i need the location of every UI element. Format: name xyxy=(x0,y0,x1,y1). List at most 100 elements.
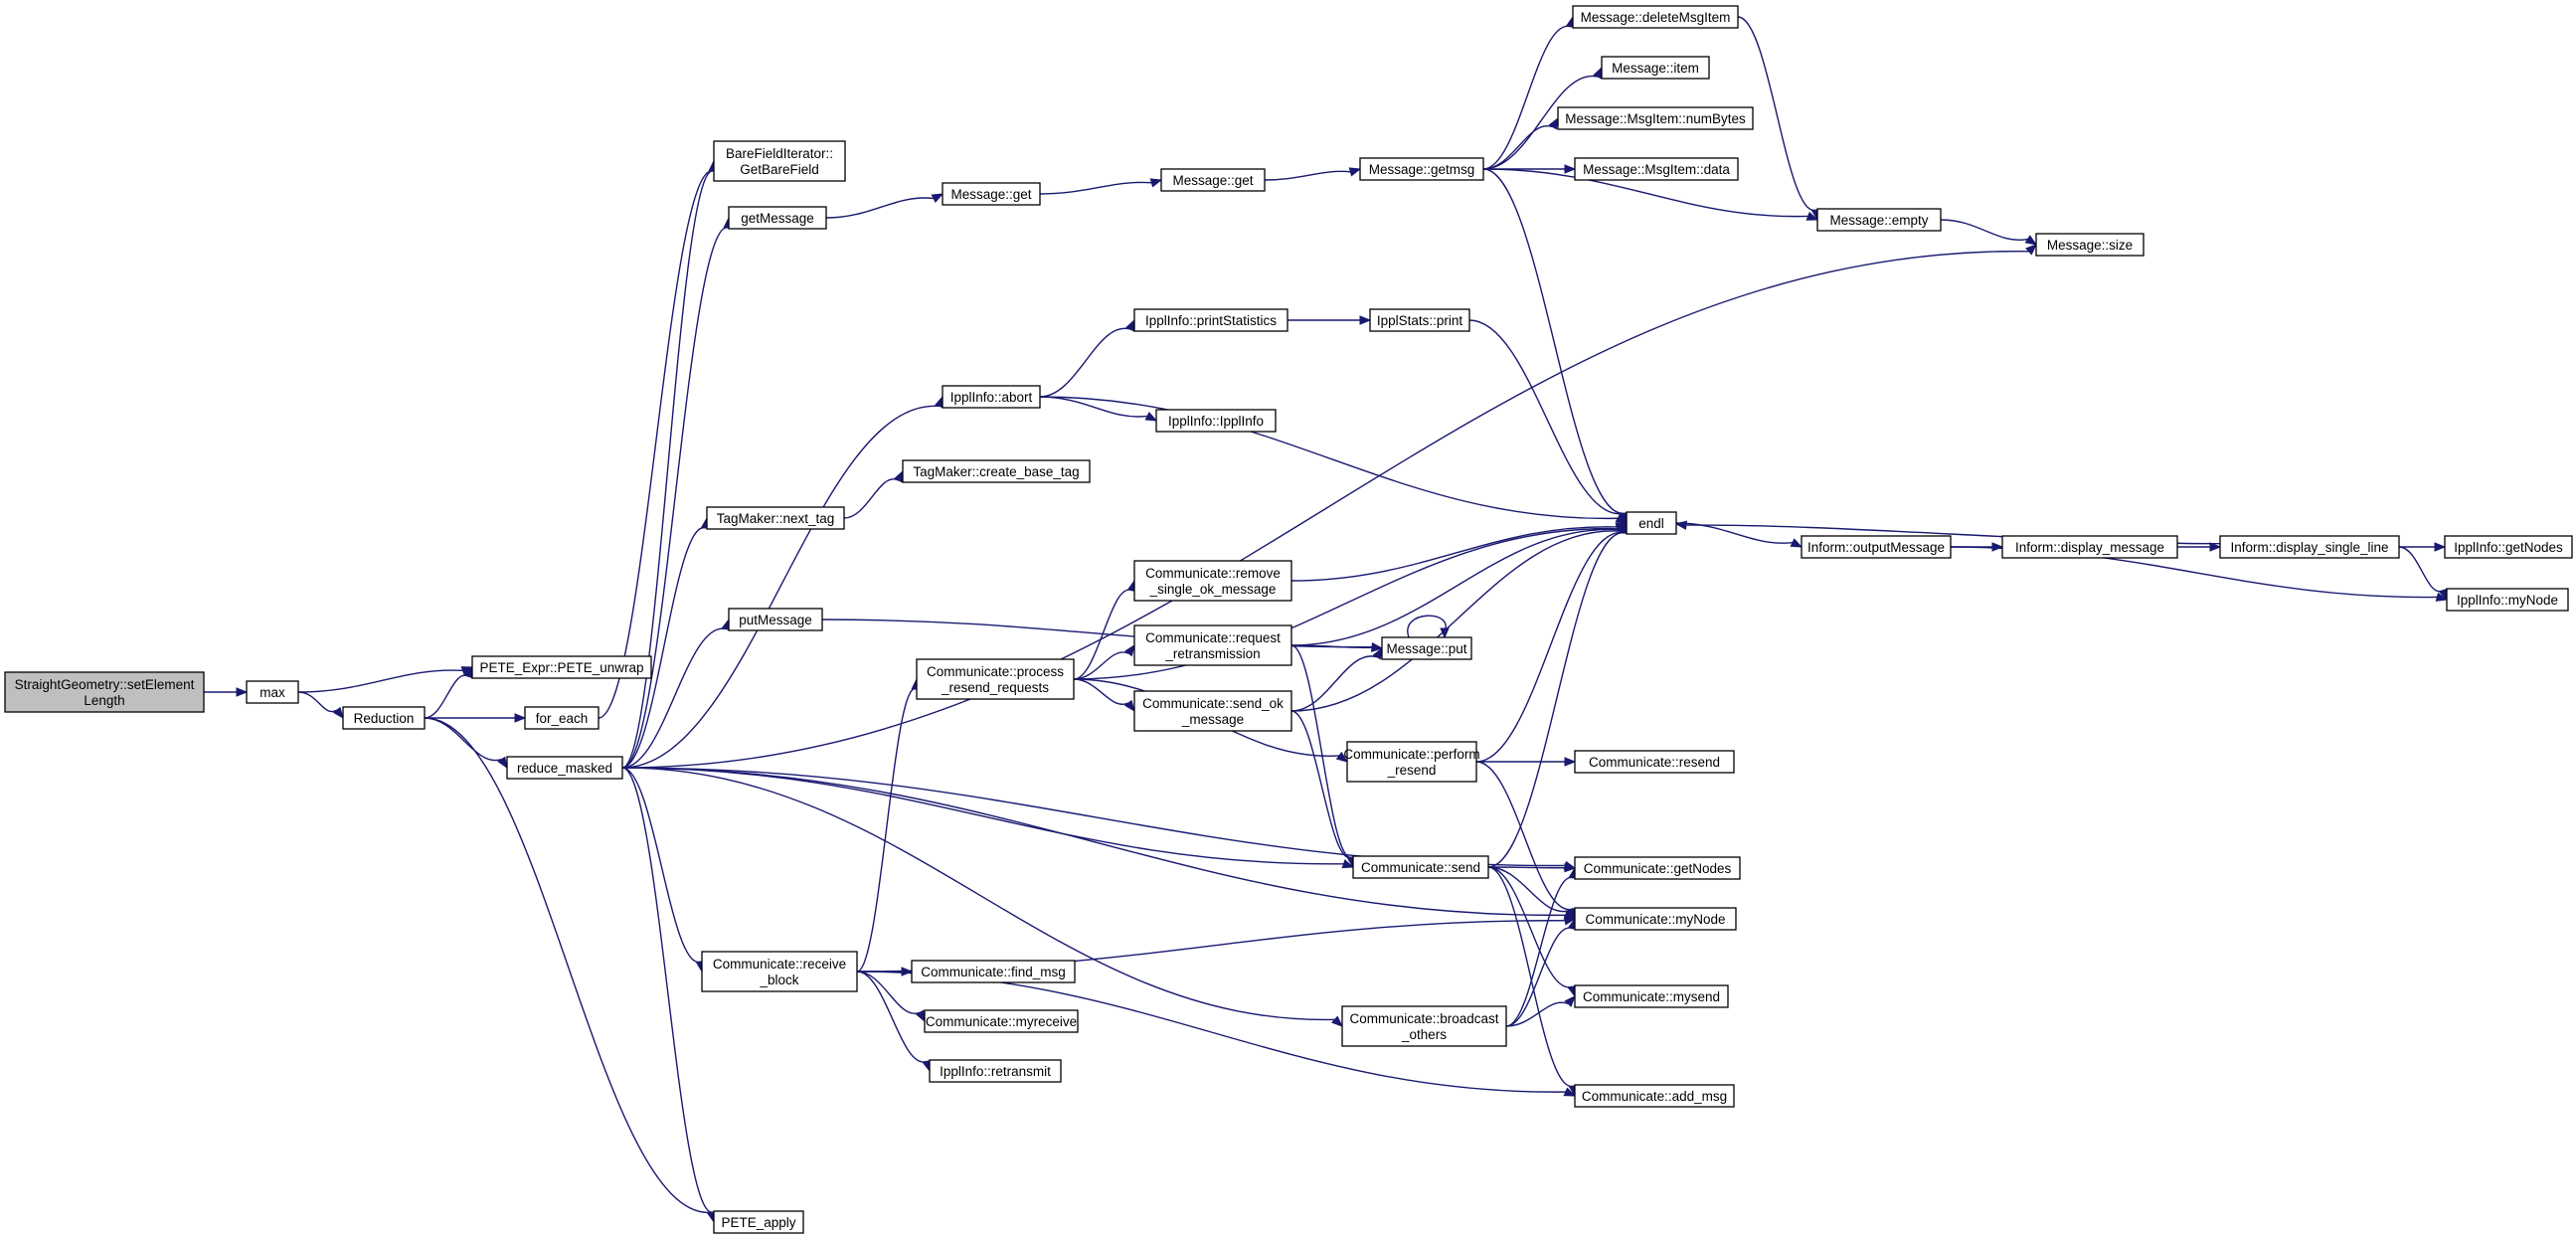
node-box xyxy=(924,1009,1079,1033)
edge-receive_block-to-retransmit xyxy=(856,971,932,1073)
node-Message_get2[interactable]: Message::get xyxy=(1160,168,1266,192)
node-box xyxy=(706,506,845,530)
node-send_ok[interactable]: Communicate::send_ok_message xyxy=(1133,690,1292,732)
node-label: IpplInfo::getNodes xyxy=(2454,540,2563,555)
node-label: Message::size xyxy=(2047,238,2133,253)
node-getMessage[interactable]: getMessage xyxy=(728,206,827,230)
edge-setElementLength-to-max xyxy=(204,687,249,697)
node-box xyxy=(2035,233,2145,257)
edge-reduce_masked-to-putMessage xyxy=(621,618,731,769)
edge-Message_get2-to-getmsg xyxy=(1264,167,1362,181)
node-box xyxy=(246,680,299,704)
edge-display_single_line-to-Ippl_myNode xyxy=(2398,546,2448,602)
node-IpplStats_print[interactable]: IpplStats::print xyxy=(1369,308,1470,332)
node-label: Communicate::request xyxy=(1145,630,1281,645)
node-box xyxy=(929,1059,1062,1083)
edge-send_ok-to-comm_send xyxy=(1290,710,1357,869)
node-perform_resend[interactable]: Communicate::perform_resend xyxy=(1343,741,1480,783)
node-box xyxy=(1574,1084,1735,1108)
edge-abort-to-printStatistics xyxy=(1039,318,1135,398)
node-printStatistics[interactable]: IpplInfo::printStatistics xyxy=(1133,308,1288,332)
node-retransmit[interactable]: IpplInfo::retransmit xyxy=(929,1059,1062,1083)
node-remove_single[interactable]: Communicate::remove_single_ok_message xyxy=(1133,560,1292,602)
node-myNode[interactable]: Communicate::myNode xyxy=(1574,907,1737,931)
node-IpplInfo_ctor[interactable]: IpplInfo::IpplInfo xyxy=(1155,409,1277,433)
node-PETE_unwrap[interactable]: PETE_Expr::PETE_unwrap xyxy=(471,655,652,679)
node-resend[interactable]: Communicate::resend xyxy=(1574,750,1735,774)
node-box xyxy=(342,706,426,730)
edge-reduce_masked-to-abort xyxy=(621,395,945,769)
node-max[interactable]: max xyxy=(246,680,299,704)
node-box xyxy=(942,385,1041,409)
node-receive_block[interactable]: Communicate::receive_block xyxy=(701,951,858,992)
node-PETE_apply[interactable]: PETE_apply xyxy=(713,1210,804,1234)
node-label: Communicate::myreceive xyxy=(926,1014,1077,1029)
node-add_msg[interactable]: Communicate::add_msg xyxy=(1574,1084,1735,1108)
node-broadcast_others[interactable]: Communicate::broadcast_others xyxy=(1341,1005,1507,1047)
node-box xyxy=(1574,750,1735,774)
node-box xyxy=(1369,308,1470,332)
node-label: TagMaker::next_tag xyxy=(717,511,835,526)
edge-getMessage-to-Message_get1 xyxy=(825,193,945,219)
node-getNodes[interactable]: Communicate::getNodes xyxy=(1574,856,1741,880)
node-display_single_line[interactable]: Inform::display_single_line xyxy=(2219,535,2400,559)
node-Message_empty[interactable]: Message::empty xyxy=(1816,208,1942,232)
node-Ippl_getNodes[interactable]: IpplInfo::getNodes xyxy=(2444,535,2573,559)
node-Reduction[interactable]: Reduction xyxy=(342,706,426,730)
node-box xyxy=(2219,535,2400,559)
node-label: IpplStats::print xyxy=(1377,313,1463,328)
node-request_retrans[interactable]: Communicate::request_retransmission xyxy=(1133,624,1292,666)
node-label: Communicate::send_ok xyxy=(1142,696,1284,711)
node-box xyxy=(2444,535,2573,559)
node-label: Communicate::myNode xyxy=(1585,912,1725,927)
node-Ippl_myNode[interactable]: IpplInfo::myNode xyxy=(2446,588,2569,612)
node-box xyxy=(1133,560,1292,602)
node-display_message[interactable]: Inform::display_message xyxy=(2001,535,2178,559)
node-label: getMessage xyxy=(741,211,814,226)
node-myreceive[interactable]: Communicate::myreceive xyxy=(924,1009,1079,1033)
node-numBytes[interactable]: Message::MsgItem::numBytes xyxy=(1557,106,1754,130)
node-label: Inform::display_message xyxy=(2015,540,2164,555)
node-next_tag[interactable]: TagMaker::next_tag xyxy=(706,506,845,530)
edge-next_tag-to-create_base_tag xyxy=(843,469,904,519)
node-mysend[interactable]: Communicate::mysend xyxy=(1574,984,1729,1008)
node-GetBareField[interactable]: BareFieldIterator::GetBareField xyxy=(713,140,846,182)
node-box xyxy=(1574,856,1741,880)
node-deleteMsgItem[interactable]: Message::deleteMsgItem xyxy=(1572,5,1739,29)
edge-process_resend-to-send_ok xyxy=(1073,678,1135,713)
edge-process_resend-to-remove_single xyxy=(1073,579,1137,680)
edge-Message_put-to-Message_put xyxy=(1407,615,1450,639)
node-box xyxy=(1816,208,1942,232)
node-comm_send[interactable]: Communicate::send xyxy=(1352,855,1489,879)
node-box xyxy=(471,655,652,679)
edge-perform_resend-to-myNode xyxy=(1475,761,1578,921)
node-find_msg[interactable]: Communicate::find_msg xyxy=(911,960,1076,983)
node-process_resend[interactable]: Communicate::process_resend_requests xyxy=(916,658,1075,700)
node-box xyxy=(1381,636,1472,660)
node-endl[interactable]: endl xyxy=(1626,511,1677,535)
node-putMessage[interactable]: putMessage xyxy=(728,608,823,631)
edge-display_message-to-display_single_line xyxy=(2176,542,2222,552)
node-Message_get1[interactable]: Message::get xyxy=(942,182,1041,206)
node-create_base_tag[interactable]: TagMaker::create_base_tag xyxy=(902,459,1091,483)
node-Message_item[interactable]: Message::item xyxy=(1601,56,1710,80)
node-box xyxy=(701,951,858,992)
node-Message_size[interactable]: Message::size xyxy=(2035,233,2145,257)
node-label: Communicate::broadcast xyxy=(1349,1011,1498,1026)
edge-request_retrans-to-Message_put xyxy=(1290,642,1384,652)
node-label: IpplInfo::IpplInfo xyxy=(1168,414,1264,429)
node-for_each[interactable]: for_each xyxy=(524,706,600,730)
node-box xyxy=(506,756,623,780)
node-box xyxy=(1557,106,1754,130)
edge-perform_resend-to-endl xyxy=(1475,521,1630,763)
node-MsgItem_data[interactable]: Message::MsgItem::data xyxy=(1574,157,1739,181)
node-getmsg[interactable]: Message::getmsg xyxy=(1359,157,1484,181)
node-Message_put[interactable]: Message::put xyxy=(1381,636,1472,660)
node-box xyxy=(1352,855,1489,879)
node-reduce_masked[interactable]: reduce_masked xyxy=(506,756,623,780)
edge-Reduction-to-for_each xyxy=(425,713,527,723)
node-outputMessage[interactable]: Inform::outputMessage xyxy=(1801,535,1952,559)
node-abort[interactable]: IpplInfo::abort xyxy=(942,385,1041,409)
